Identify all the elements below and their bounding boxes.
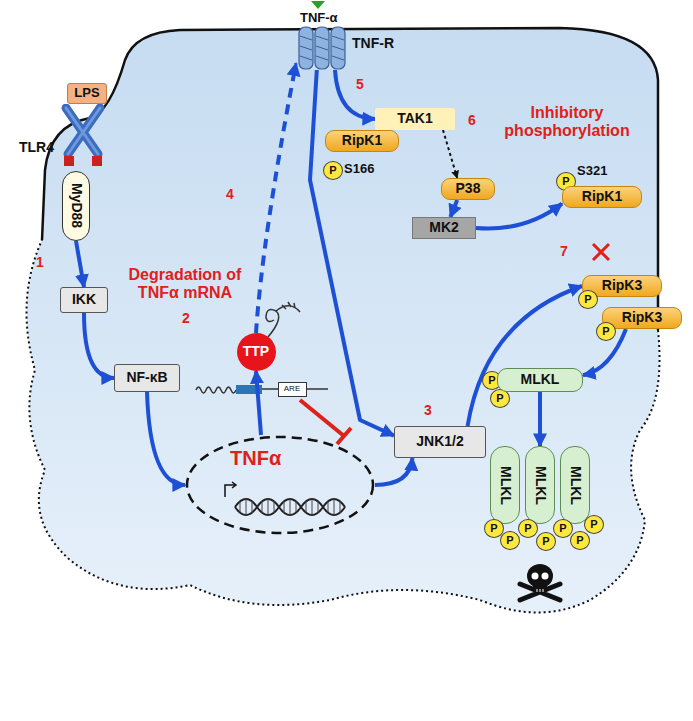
- node-text: TNF-R: [352, 36, 394, 51]
- site-label: S321: [577, 164, 607, 179]
- node-text: P: [590, 518, 597, 530]
- factor-box: NF-κB: [114, 364, 180, 392]
- effector-box: MLKL: [497, 368, 583, 392]
- node-text: MLKL: [567, 466, 582, 505]
- cell-membrane-dotted: [26, 240, 659, 613]
- ligand-box: LPS: [67, 83, 107, 104]
- node-text: P: [488, 374, 495, 386]
- node-text: RipK1: [582, 189, 622, 204]
- node-text: NF-κB: [126, 370, 167, 385]
- node-text: LPS: [74, 86, 99, 100]
- callout-number: 4: [226, 186, 234, 202]
- node-text: P: [576, 534, 583, 546]
- pore-subunit: MLKL: [490, 446, 520, 524]
- node-text: MyD88: [68, 183, 83, 228]
- node-text: P: [329, 164, 336, 176]
- cell-body: [26, 28, 659, 613]
- signal-arrow: [450, 200, 457, 217]
- node-text: TLR4: [19, 140, 54, 155]
- step-note: Degradation of TNFα mRNA: [118, 266, 252, 303]
- node-text: P: [506, 534, 513, 546]
- node-text: P: [559, 522, 566, 534]
- node-text: P: [524, 522, 531, 534]
- phospho-circle: P: [518, 519, 538, 538]
- kinase-box: JNK1/2: [394, 426, 486, 458]
- signal-arrow: [468, 286, 582, 426]
- signal-arrow: [84, 313, 114, 378]
- signal-arrow: [147, 392, 185, 485]
- signal-arrow: [538, 392, 542, 446]
- node-text: TAK1: [397, 111, 433, 126]
- death-skull: [520, 564, 560, 600]
- node-text: MLKL: [532, 466, 547, 505]
- signal-arrow: [256, 371, 261, 435]
- nucleus: TNFα: [185, 435, 375, 535]
- phospho-circle: P: [323, 161, 343, 180]
- signal-arrow: [256, 63, 296, 333]
- node-text: P: [490, 522, 497, 534]
- ligand-label: TNF-α: [300, 11, 338, 26]
- node-text: IKK: [72, 292, 96, 307]
- phospho-circle: P: [553, 519, 573, 538]
- inhibition-bar: [337, 428, 351, 444]
- callout-number: 2: [182, 310, 190, 326]
- node-text: P: [542, 535, 549, 547]
- node-text: TNFα: [230, 447, 281, 469]
- element-box: ARE: [278, 382, 307, 397]
- phospho-circle: P: [570, 531, 590, 550]
- toll-receptor-shape: [58, 104, 108, 168]
- kinase-box: P38: [441, 178, 495, 200]
- node-text: ARE: [284, 385, 300, 394]
- kinase-box: MK2: [412, 217, 476, 239]
- phospho-circle: P: [578, 290, 598, 309]
- node-text: JNK1/2: [416, 434, 463, 449]
- node-text: P: [584, 293, 591, 305]
- node-text: P: [602, 325, 609, 337]
- inhibition-line: [300, 400, 344, 436]
- signal-arrow: [375, 458, 412, 485]
- kinase-box: TAK1: [375, 108, 455, 130]
- tnf-receptor-shape: [296, 26, 348, 70]
- site-label: S166: [344, 162, 374, 177]
- kinase-box: RipK1: [325, 130, 399, 152]
- signal-arrow: [76, 241, 84, 287]
- signal-arrow: [335, 70, 375, 119]
- callout-number: 1: [36, 254, 44, 270]
- callout-number: 7: [560, 243, 568, 259]
- step-note: Inhibitory phosphorylation: [492, 104, 642, 141]
- node-text: RipK1: [342, 133, 382, 148]
- node-text: RipK3: [622, 310, 662, 325]
- block-cross: [593, 244, 609, 260]
- node-text: P: [496, 392, 503, 404]
- node-text: MK2: [429, 220, 459, 235]
- signal-arrow: [476, 204, 562, 229]
- toll-receptor: TLR4: [58, 104, 108, 168]
- node-text: MLKL: [521, 372, 560, 387]
- protein-circle: TTP: [237, 333, 276, 371]
- node-text: P38: [456, 181, 481, 196]
- pore-subunit: MLKL: [560, 446, 590, 524]
- tnf-receptor: TNF-R: [296, 26, 348, 70]
- kinase-box: IKK: [60, 287, 108, 313]
- phospho-circle: P: [536, 532, 556, 551]
- node-text: MLKL: [497, 466, 512, 505]
- node-text: RipK3: [602, 278, 642, 293]
- callout-number: 3: [424, 402, 432, 418]
- signal-arrow: [443, 130, 457, 178]
- pore-subunit: MLKL: [525, 446, 555, 524]
- phospho-circle: P: [596, 322, 616, 341]
- cell-membrane: [42, 28, 658, 330]
- ttp-tail: [266, 302, 300, 337]
- ligand-triangle: [311, 1, 325, 9]
- callout-number: 6: [468, 112, 476, 128]
- phospho-circle: P: [500, 531, 520, 550]
- kinase-box: RipK1: [562, 186, 642, 208]
- callout-number: 5: [356, 76, 364, 92]
- phospho-circle: P: [584, 515, 604, 534]
- node-text: TTP: [243, 344, 269, 359]
- adaptor-box: MyD88: [62, 171, 90, 241]
